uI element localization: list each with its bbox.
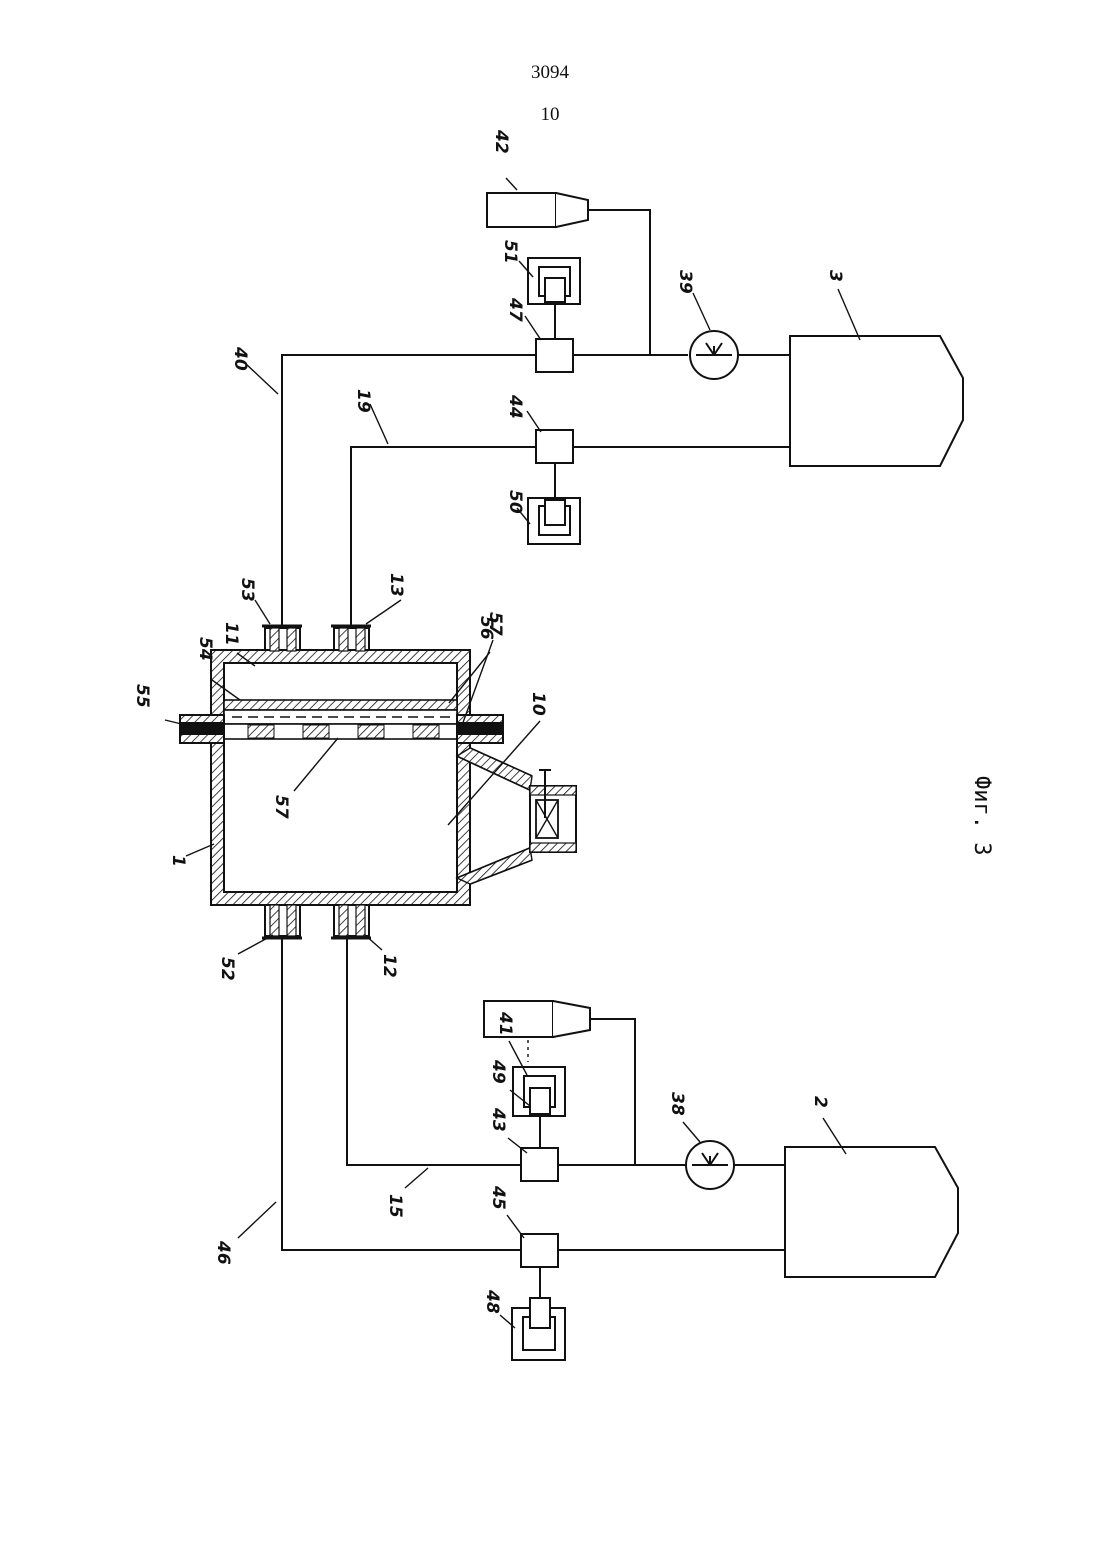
label-57-right: 57 [485,612,505,636]
label-42: 42 [491,129,511,154]
label-2: 2 [810,1096,830,1108]
label-43: 43 [488,1107,508,1132]
valve-45 [521,1234,558,1267]
nozzles-left-side [262,905,371,938]
drive-51 [528,258,580,304]
label-50: 50 [505,490,525,514]
leader-lines [165,178,860,1328]
tank-3 [790,336,963,466]
label-54: 54 [195,637,215,661]
label-39: 39 [675,270,695,294]
label-52: 52 [217,957,237,981]
label-12: 12 [379,954,399,978]
label-41: 41 [495,1011,515,1036]
label-13: 13 [386,573,406,597]
label-44: 44 [505,394,525,419]
drive-50 [528,498,580,544]
pipe-19 [351,447,790,626]
valve-44 [536,430,573,463]
label-15: 15 [385,1194,405,1218]
label-40: 40 [230,346,250,371]
meter-42 [487,193,650,355]
pump-39 [690,331,738,379]
label-48: 48 [482,1289,502,1314]
drive-49 [513,1067,565,1116]
label-38: 38 [667,1092,687,1116]
nozzles-right-side [262,626,371,651]
label-1: 1 [168,855,188,867]
label-45: 45 [488,1185,508,1210]
label-57-bottom: 57 [271,795,291,819]
label-51: 51 [500,240,520,264]
pump-38 [686,1141,734,1189]
label-3: 3 [825,270,845,282]
tank-2 [785,1147,958,1277]
label-11: 11 [221,622,241,646]
vessel-1 [180,650,503,905]
label-49: 49 [488,1059,508,1084]
label-10: 10 [528,692,548,716]
label-53: 53 [237,578,257,602]
pipe-40 [282,355,688,626]
label-55: 55 [132,684,152,708]
label-46: 46 [213,1240,233,1265]
figure-caption: Фиг. 3 [969,776,994,855]
valve-47 [536,339,573,372]
label-47: 47 [505,297,525,322]
discharge-hopper [457,748,576,884]
label-19: 19 [353,389,373,413]
drive-48 [512,1298,565,1360]
